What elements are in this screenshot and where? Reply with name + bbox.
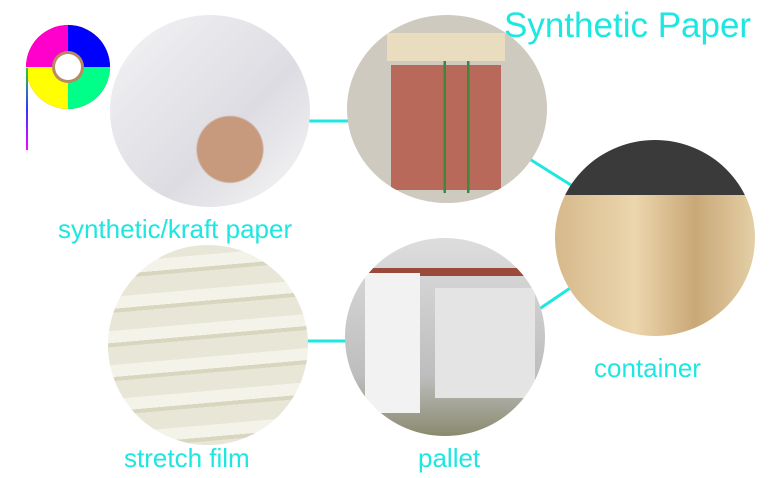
packed-pallet-photo — [347, 15, 547, 203]
pallet-photo — [345, 238, 545, 436]
container-photo — [555, 140, 755, 336]
label-stretch-film: stretch film — [124, 443, 250, 473]
label-pallet: pallet — [418, 443, 481, 473]
stretch-film-photo — [108, 245, 308, 445]
label-synthetic-kraft-paper: synthetic/kraft paper — [58, 214, 293, 244]
synthetic-paper-photo — [110, 15, 310, 207]
label-container: container — [594, 353, 701, 383]
page-title: Synthetic Paper — [504, 6, 752, 45]
color-wheel-logo-icon — [26, 25, 110, 150]
